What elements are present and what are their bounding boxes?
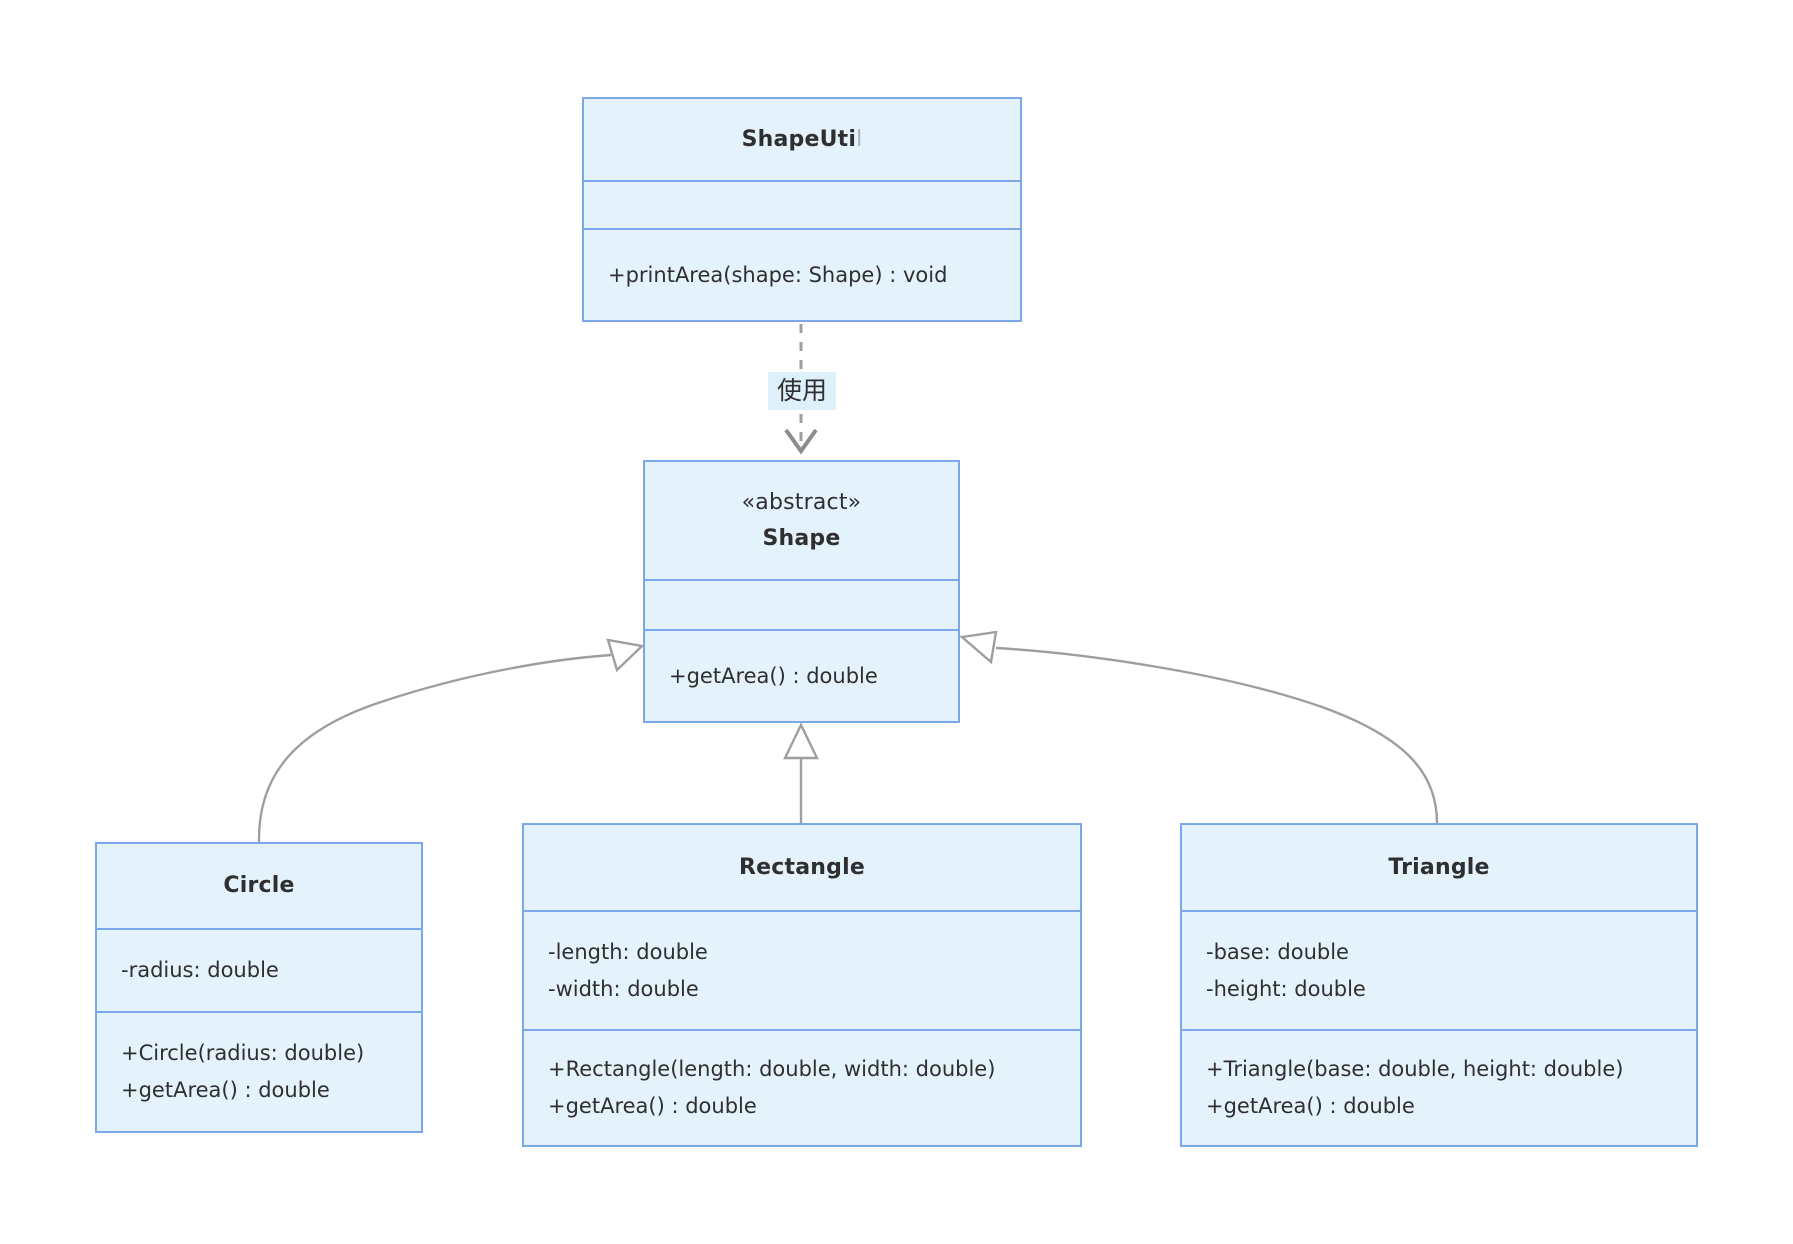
class-name: Triangle [1388,854,1490,880]
inheritance-triangle-icon [783,722,819,760]
class-attributes-triangle: -base: double -height: double [1182,910,1696,1029]
class-method: +Rectangle(length: double, width: double… [548,1057,996,1081]
class-title-rectangle: Rectangle [524,825,1080,910]
inheritance-line [257,653,612,843]
clipped-letter: l [856,126,863,152]
class-attribute: -radius: double [121,958,279,982]
class-title-shape: «abstract» Shape [645,462,958,579]
inheritance-triangle-icon [606,638,645,673]
class-methods-shapeutil: +printArea(shape: Shape) : void [584,228,1020,320]
class-name: Shape [762,525,841,551]
class-title-shapeutil: ShapeUtil [584,99,1020,180]
class-attribute: -height: double [1206,976,1366,1001]
inheritance-triangle-icon [959,630,998,665]
class-name: ShapeUtil [741,126,863,152]
class-box-shape: «abstract» Shape +getArea() : double [643,460,960,723]
class-methods-shape: +getArea() : double [645,629,958,721]
class-method: +printArea(shape: Shape) : void [608,262,948,287]
class-attribute: -base: double [1206,939,1349,964]
class-title-circle: Circle [97,844,421,928]
class-attribute: -width: double [548,976,699,1001]
edge-inheritance-circle-shape [257,638,645,843]
class-attributes-circle: -radius: double [97,928,421,1011]
edge-label-dependency: 使用 [768,372,837,410]
class-box-rectangle: Rectangle -length: double -width: double… [522,823,1082,1147]
class-box-triangle: Triangle -base: double -height: double +… [1180,823,1698,1147]
class-attribute: -length: double [548,939,708,964]
class-methods-circle: +Circle(radius: double) +getArea() : dou… [97,1011,421,1131]
class-attributes-rectangle: -length: double -width: double [524,910,1080,1029]
class-method: +Triangle(base: double, height: double) [1206,1057,1624,1081]
class-box-shapeutil: ShapeUtil +printArea(shape: Shape) : voi… [582,97,1022,322]
class-annotation: «abstract» [741,489,862,515]
class-method: +Circle(radius: double) [121,1041,365,1065]
class-method: +getArea() : double [121,1078,330,1102]
class-box-circle: Circle -radius: double +Circle(radius: d… [95,842,423,1133]
inheritance-line [995,646,1439,824]
class-method: +getArea() : double [669,663,878,688]
class-name: Circle [223,873,295,898]
class-methods-triangle: +Triangle(base: double, height: double) … [1182,1029,1696,1145]
class-attributes-shapeutil [584,180,1020,228]
dependency-arrowhead-icon [784,428,818,455]
class-method: +getArea() : double [1206,1094,1415,1118]
edge-inheritance-rectangle-shape [783,722,819,823]
class-name: Rectangle [739,854,865,880]
class-methods-rectangle: +Rectangle(length: double, width: double… [524,1029,1080,1145]
edge-inheritance-triangle-shape [959,630,1439,824]
class-title-triangle: Triangle [1182,825,1696,910]
class-method: +getArea() : double [548,1094,757,1118]
class-attributes-shape [645,579,958,629]
